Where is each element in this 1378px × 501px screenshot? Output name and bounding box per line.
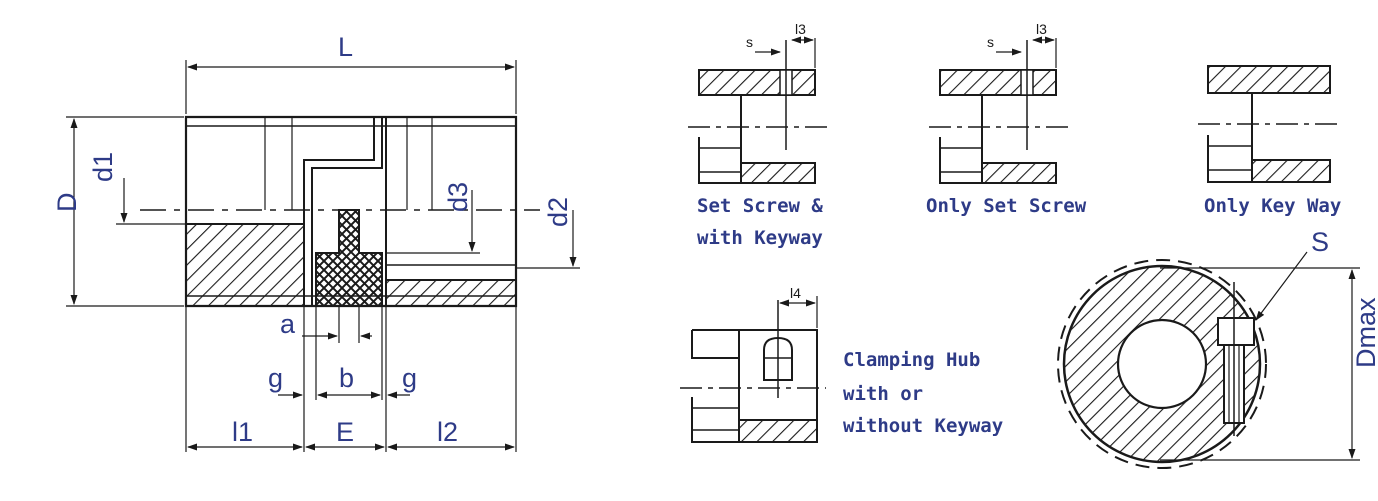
dim-l4-label: l4 <box>790 285 801 301</box>
hub-only-key-way: Only Key Way <box>1198 65 1342 217</box>
dim-l2-label: l2 <box>437 417 458 447</box>
dim-d1-label: d1 <box>88 152 118 182</box>
dim-l3-label: l3 <box>795 21 806 37</box>
dim-l3-label-2: l3 <box>1036 21 1047 37</box>
dim-g-left-label: g <box>268 363 283 393</box>
caption-clamping-line2: with or <box>843 383 923 405</box>
dim-l1-label: l1 <box>232 417 253 447</box>
dim-a-label: a <box>280 309 296 339</box>
dim-E-label: E <box>336 417 354 447</box>
dim-S-label: S <box>1311 227 1329 257</box>
dim-d3-label: d3 <box>443 182 473 212</box>
caption-set-screw-line1: Set Screw & <box>697 195 823 217</box>
section-view: S Dmax <box>1057 227 1378 469</box>
dim-s-label-2: s <box>987 34 994 50</box>
caption-only-set-screw: Only Set Screw <box>926 195 1087 217</box>
caption-only-key-way: Only Key Way <box>1204 195 1341 217</box>
dim-d2-label: d2 <box>543 197 573 227</box>
coupling-main-view: L D d1 d3 d2 a g b g l1 E l2 <box>52 32 580 452</box>
dim-L-label: L <box>338 32 353 62</box>
caption-clamping-line1: Clamping Hub <box>843 349 980 371</box>
hub-set-screw-keyway: s l3 Set Screw & with Keyway <box>688 21 828 249</box>
dim-g-right-label: g <box>402 363 417 393</box>
hub-clamping: l4 Clamping Hub with or without Keyway <box>680 285 1003 443</box>
dim-D-label: D <box>52 193 82 213</box>
caption-set-screw-line2: with Keyway <box>697 227 823 249</box>
dim-Dmax-label: Dmax <box>1351 297 1378 368</box>
hub-only-set-screw: s l3 Only Set Screw <box>926 21 1087 217</box>
dim-s-label: s <box>746 34 753 50</box>
dim-b-label: b <box>339 363 354 393</box>
caption-clamping-line3: without Keyway <box>843 415 1003 437</box>
